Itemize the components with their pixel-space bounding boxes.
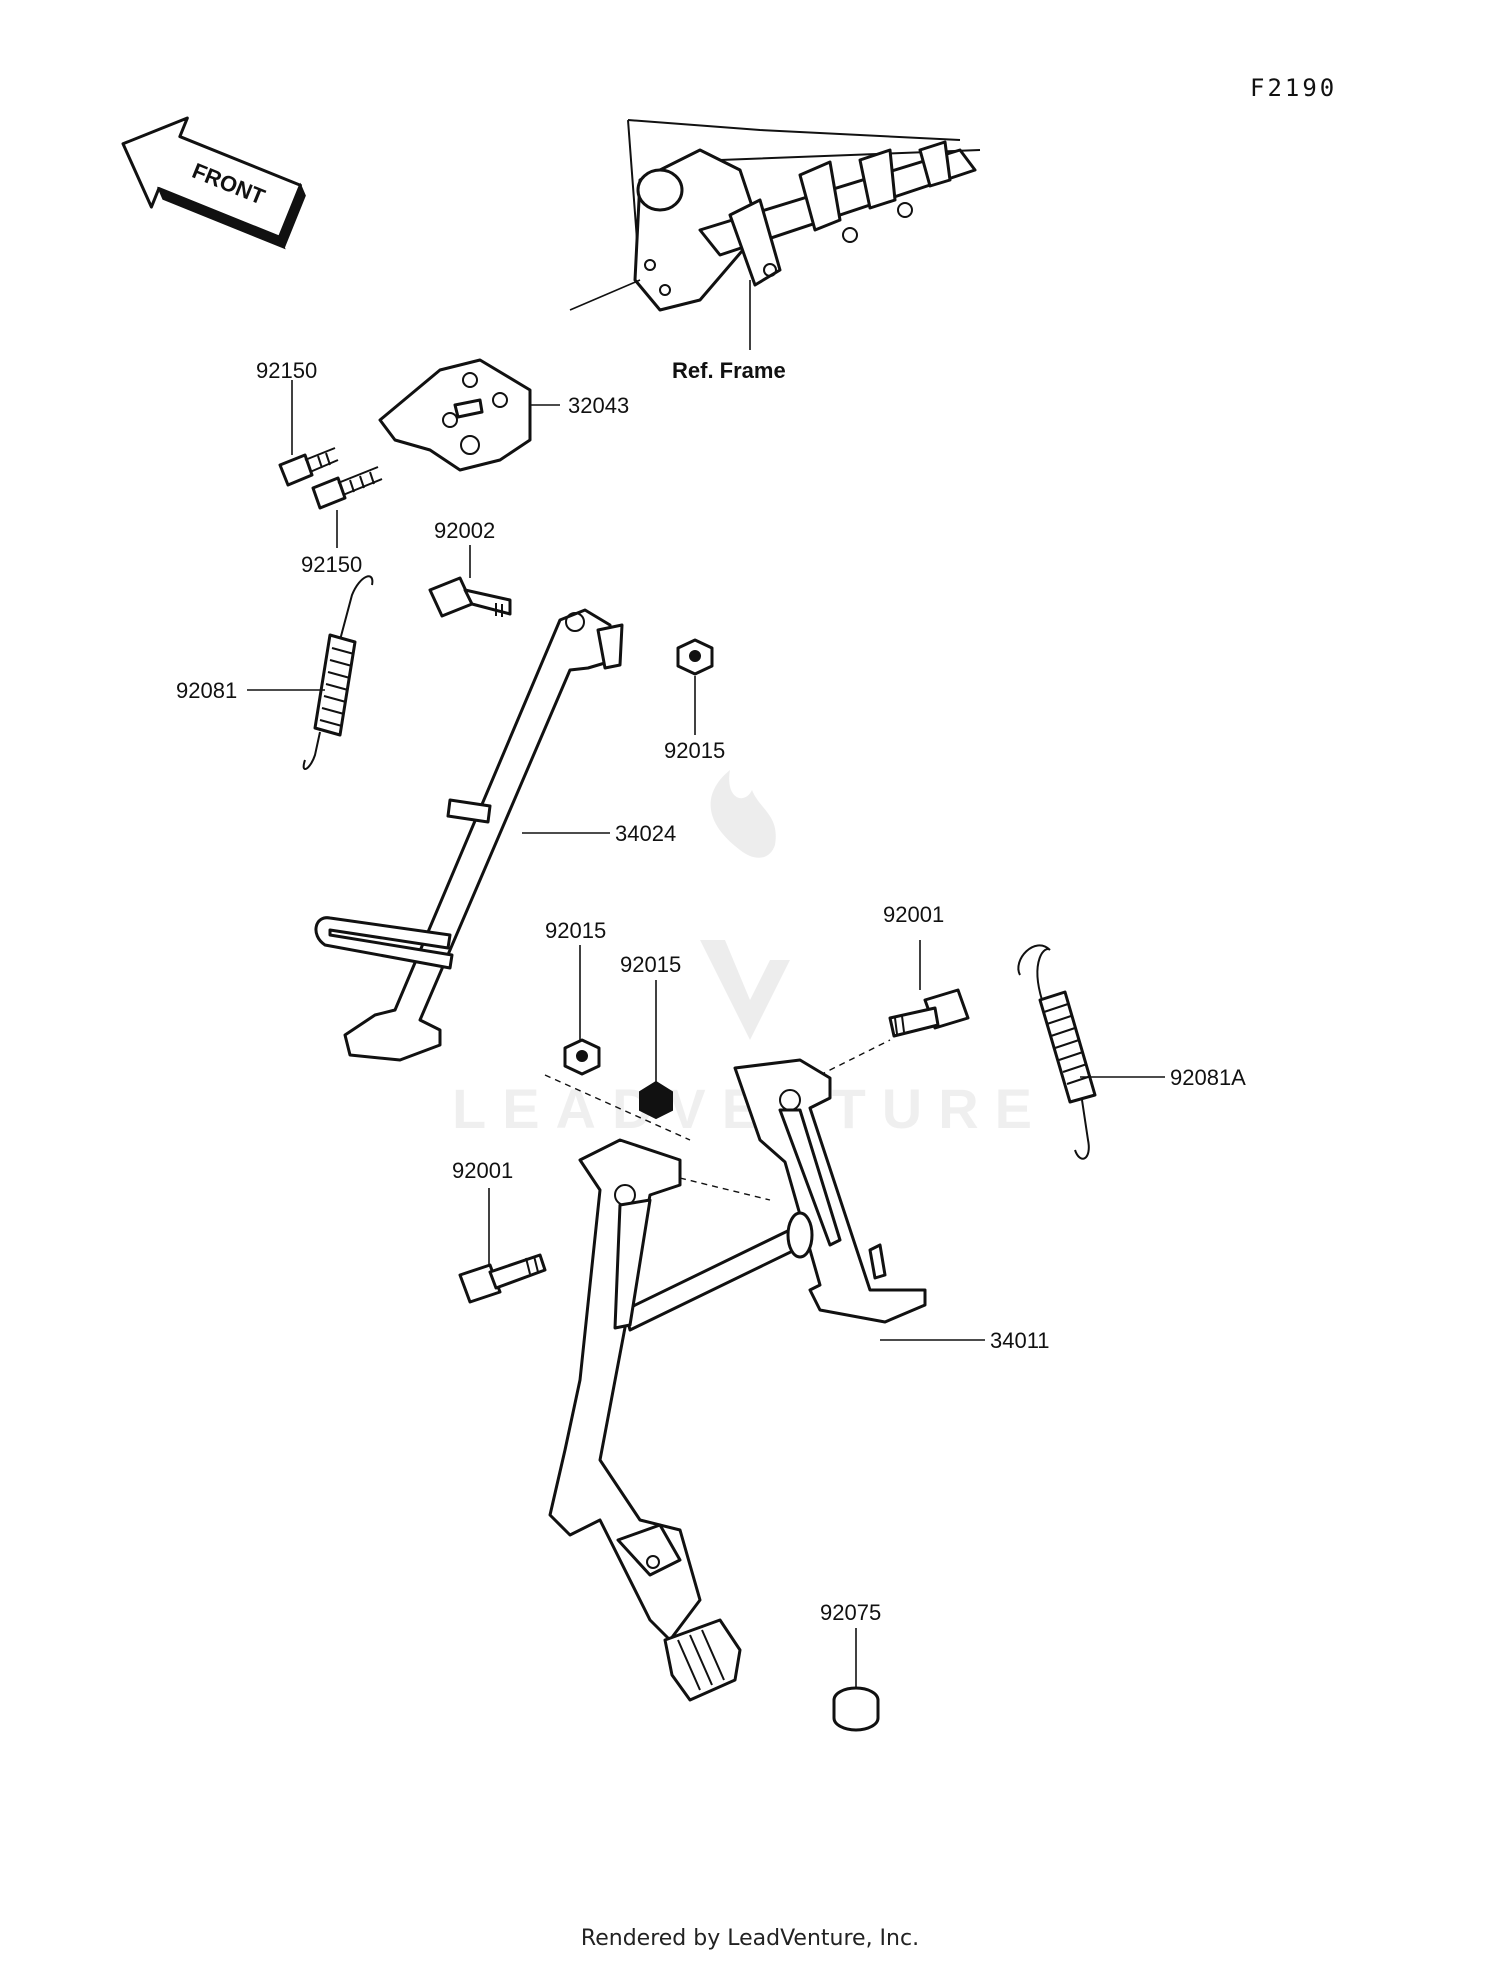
label-92015-center-left: 92015	[545, 918, 606, 943]
label-32043: 32043	[568, 393, 629, 418]
label-92081a: 92081A	[1170, 1065, 1246, 1090]
stopper-92075	[832, 1686, 880, 1732]
diagram-code: F2190	[1250, 74, 1337, 102]
label-92150-lower: 92150	[301, 552, 362, 577]
label-92001-left: 92001	[452, 1158, 513, 1183]
bolt-92001-left	[458, 1253, 547, 1304]
spring-92081	[302, 575, 374, 770]
label-92150-upper: 92150	[256, 358, 317, 383]
label-92015-side: 92015	[664, 738, 725, 763]
spring-92081a	[1017, 944, 1097, 1160]
label-92001-right: 92001	[883, 902, 944, 927]
label-92081: 92081	[176, 678, 237, 703]
front-arrow-icon	[121, 116, 306, 250]
center-stand-part	[548, 1058, 927, 1702]
bolt-92150-lower	[311, 466, 383, 510]
bolt-92002	[428, 576, 512, 618]
watermark-logo	[700, 770, 790, 1040]
label-92002: 92002	[434, 518, 495, 543]
bracket-part	[378, 358, 532, 472]
label-92075: 92075	[820, 1600, 881, 1625]
side-stand-part	[314, 608, 624, 1062]
frame-part	[627, 119, 981, 312]
bolt-92001-right	[888, 988, 970, 1038]
nut-92015-side	[676, 638, 714, 676]
label-34011: 34011	[990, 1328, 1050, 1353]
label-92015-center-right: 92015	[620, 952, 681, 977]
ref-frame-label: Ref. Frame	[672, 358, 786, 383]
label-34024: 34024	[615, 821, 676, 846]
nut-92015-center-left	[563, 1038, 601, 1076]
footer-credit: Rendered by LeadVenture, Inc.	[581, 1926, 919, 1951]
bolt-92150-upper	[278, 447, 339, 487]
